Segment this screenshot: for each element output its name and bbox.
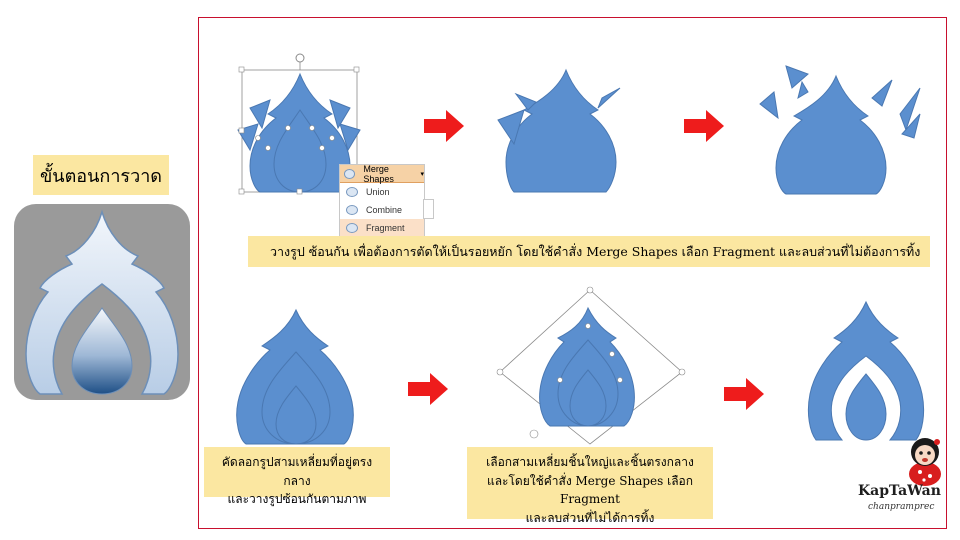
logo-subtitle: chanpramprec	[868, 502, 935, 512]
fragment-right	[871, 79, 893, 107]
merge-shapes-menu[interactable]: Merge Shapes ▾ Union Combine Fragment	[339, 163, 434, 238]
steps-title: ขั้นตอนการวาด	[33, 155, 169, 195]
fragment-far-right	[899, 87, 921, 132]
step2-nested-flames	[236, 308, 354, 445]
fragment-left	[759, 91, 779, 120]
step2-selected-shapes	[496, 286, 686, 445]
menu-item-combine-label: Combine	[366, 205, 403, 215]
mascot-logo-icon	[909, 438, 941, 486]
step2-result-shape	[807, 300, 925, 441]
outer-ring-shape	[807, 300, 925, 441]
step1-result-shape	[759, 65, 921, 195]
caption-step2: คัดลอกรูปสามเหลี่ยมที่อยู่ตรงกลาง และวาง…	[204, 447, 390, 506]
caption-step1-text: วางรูป ซ้อนกัน เพื่อต้องการตัดให้เป็นรอย…	[270, 243, 921, 259]
inner-flame-drop	[71, 307, 133, 395]
triangle-left-top	[249, 99, 271, 130]
arrow-right-icon	[424, 110, 464, 142]
merge-shapes-label: Merge Shapes	[363, 163, 394, 184]
merge-shapes-icon	[344, 168, 356, 179]
fragment-small	[797, 80, 809, 100]
chevron-down-icon: ▾	[420, 170, 424, 178]
menu-scrollbar[interactable]	[423, 199, 434, 219]
menu-item-union-label: Union	[366, 187, 390, 197]
rotate-handle	[295, 53, 305, 63]
base-flame-shape	[249, 72, 351, 193]
caption-step3-line3: และลบส่วนที่ไม่ได้การทิ้ง	[525, 510, 655, 525]
fragment-top-left	[785, 65, 809, 89]
final-icon-tile	[14, 204, 190, 400]
arrow-right-icon	[724, 378, 764, 410]
fragment-icon	[346, 223, 358, 233]
flame-body	[505, 68, 617, 193]
combine-icon	[346, 205, 358, 215]
caption-step2-line2: และวางรูปซ้อนกันตามภาพ	[227, 492, 367, 507]
triangle-right-low	[339, 123, 361, 152]
triangle-right-top	[597, 87, 621, 109]
merge-shapes-header[interactable]: Merge Shapes ▾	[340, 163, 424, 184]
selection-handles	[496, 286, 686, 439]
diagram-frame	[198, 17, 947, 529]
fragment-bottom-right	[901, 113, 921, 139]
steps-title-text: ขั้นตอนการวาด	[40, 165, 162, 187]
inner-flame-outline	[275, 385, 317, 445]
menu-item-combine[interactable]: Combine	[340, 201, 424, 219]
step1-fragment-shape	[497, 68, 621, 193]
arrow-right-icon	[408, 373, 448, 405]
outer-flame	[236, 308, 354, 445]
caption-step1: วางรูป ซ้อนกัน เพื่อต้องการตัดให้เป็นรอย…	[248, 236, 930, 267]
union-icon	[346, 187, 358, 197]
outer-flame-ring	[25, 209, 179, 395]
caption-step3: เลือกสามเหลี่ยมชิ้นใหญ่และชิ้นตรงกลาง แล…	[467, 447, 713, 525]
caption-step3-line2: และโดยใช้คำสั่ง Merge Shapes เลือก Fragm…	[486, 473, 694, 507]
rotated-selection-box	[499, 289, 683, 445]
logo-name: KapTaWan	[858, 483, 941, 499]
triangle-left-top	[514, 92, 537, 111]
arrow-right-icon	[684, 110, 724, 142]
menu-item-fragment-label: Fragment	[366, 223, 405, 233]
flame-body	[775, 74, 887, 195]
inner-drop-shape	[845, 373, 887, 441]
final-flame-icon	[25, 209, 179, 395]
menu-item-fragment[interactable]: Fragment	[340, 219, 424, 237]
inner-flame-outline	[569, 369, 607, 427]
triangle-right-top	[329, 99, 351, 130]
caption-step2-line1: คัดลอกรูปสามเหลี่ยมที่อยู่ตรงกลาง	[221, 455, 373, 488]
triangle-left	[497, 109, 525, 146]
menu-item-union[interactable]: Union	[340, 183, 424, 201]
caption-step3-line1: เลือกสามเหลี่ยมชิ้นใหญ่และชิ้นตรงกลาง	[486, 455, 694, 469]
step1-stacked-shapes	[237, 53, 361, 195]
